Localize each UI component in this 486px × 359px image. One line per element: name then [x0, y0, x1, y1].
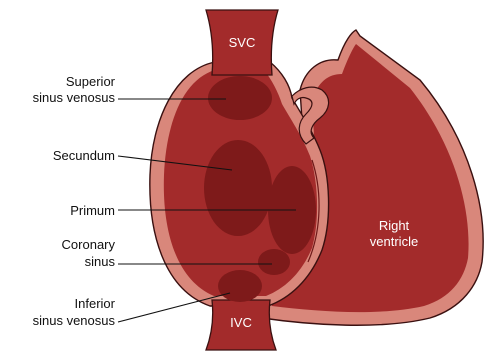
primum-label: Primum [70, 203, 115, 218]
inferior-sinus-venosus-defect [218, 270, 262, 302]
coronary-sinus-label-line1: Coronary [62, 237, 116, 252]
superior-sinus-venosus-label-line2: sinus venosus [33, 90, 116, 105]
right-ventricle-label-line2: ventricle [370, 234, 418, 249]
inferior-sinus-venosus-label-line1: Inferior [75, 296, 116, 311]
secundum-defect [204, 140, 272, 236]
right-ventricle-label-line1: Right [379, 218, 410, 233]
coronary-sinus-defect [258, 249, 290, 275]
secundum-label: Secundum [53, 148, 115, 163]
superior-sinus-venosus-defect [208, 76, 272, 120]
inferior-sinus-venosus-label-line2: sinus venosus [33, 313, 116, 328]
svc-label: SVC [229, 35, 256, 50]
coronary-sinus-label-line2: sinus [85, 254, 116, 269]
ivc-label: IVC [230, 315, 252, 330]
superior-sinus-venosus-label-line1: Superior [66, 74, 116, 89]
